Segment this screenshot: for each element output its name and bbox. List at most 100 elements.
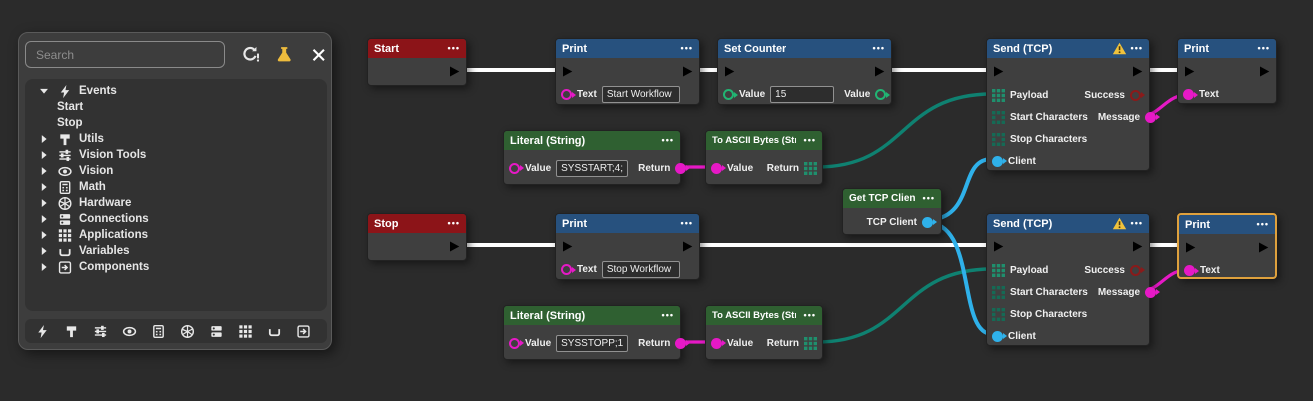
chevron-right-icon[interactable]	[37, 260, 51, 274]
tcp-client-output-port[interactable]	[922, 216, 937, 228]
toolbar-vision-icon[interactable]	[122, 324, 137, 339]
chevron-right-icon[interactable]	[37, 196, 51, 210]
chevron-right-icon[interactable]	[37, 132, 51, 146]
client-input-port[interactable]	[992, 155, 1007, 167]
refresh-icon[interactable]	[241, 45, 259, 64]
node-literal-stop[interactable]: Literal (String) ••• Value Return	[503, 305, 691, 360]
text-value-input[interactable]	[601, 261, 680, 278]
chevron-right-icon[interactable]	[37, 212, 51, 226]
node-menu-button[interactable]: •••	[803, 135, 816, 145]
exec-in-port[interactable]	[1184, 241, 1197, 254]
exec-out-port[interactable]	[1131, 65, 1144, 78]
chevron-right-icon[interactable]	[37, 228, 51, 242]
node-menu-button[interactable]: •••	[803, 310, 816, 320]
wire-bytes-ascii-to-payload-bottom[interactable]	[816, 267, 993, 344]
node-print-bottom-right[interactable]: Print ••• Text	[1177, 213, 1277, 279]
node-menu-button[interactable]: •••	[1130, 43, 1143, 53]
node-header[interactable]: To ASCII Bytes (String) •••	[706, 131, 822, 150]
tree-item-utils[interactable]: Utils	[25, 131, 327, 147]
toolbar-math-icon[interactable]	[151, 324, 166, 339]
node-print-bottom[interactable]: Print ••• Text	[555, 213, 700, 280]
exec-in-port[interactable]	[561, 65, 574, 78]
node-menu-button[interactable]: •••	[680, 218, 693, 228]
exec-out-port[interactable]	[448, 65, 461, 78]
exec-in-port[interactable]	[992, 65, 1005, 78]
stop-characters-input-port[interactable]	[992, 308, 1005, 321]
warning-icon[interactable]	[1112, 42, 1127, 55]
node-literal-start[interactable]: Literal (String) ••• Value Return	[503, 130, 691, 185]
tree-item-start[interactable]: Start	[25, 99, 327, 115]
node-send-tcp-bottom[interactable]: Send (TCP) ••• Payload Success Start Cha…	[986, 213, 1161, 346]
return-output-port[interactable]	[804, 162, 817, 175]
toolbar-hardware-icon[interactable]	[180, 324, 195, 339]
wire-bytes-ascii-to-payload-top[interactable]	[816, 92, 993, 169]
client-input-port[interactable]	[992, 330, 1007, 342]
exec-out-port[interactable]	[1131, 240, 1144, 253]
value-input[interactable]	[556, 159, 629, 177]
node-header[interactable]: Literal (String) •••	[504, 306, 680, 325]
toolbar-components-icon[interactable]	[296, 324, 311, 339]
node-menu-button[interactable]: •••	[447, 43, 460, 53]
return-output-port[interactable]	[804, 337, 817, 350]
node-header[interactable]: Stop •••	[368, 214, 466, 233]
value-input-port[interactable]	[711, 162, 726, 174]
stop-characters-input-port[interactable]	[992, 133, 1005, 146]
warning-icon[interactable]	[1112, 217, 1127, 230]
exec-out-port[interactable]	[873, 65, 886, 78]
tree-item-variables[interactable]: Variables	[25, 243, 327, 259]
message-output-port[interactable]	[1145, 111, 1161, 123]
exec-out-port[interactable]	[681, 65, 694, 78]
node-header[interactable]: To ASCII Bytes (String) •••	[706, 306, 822, 325]
node-menu-button[interactable]: •••	[661, 310, 674, 320]
search-input[interactable]	[25, 41, 225, 68]
node-menu-button[interactable]: •••	[1130, 218, 1143, 228]
value-output-port[interactable]	[875, 89, 891, 100]
toolbar-connections-icon[interactable]	[209, 324, 224, 339]
value-input-port[interactable]	[509, 163, 524, 174]
text-input-port[interactable]	[1184, 265, 1199, 276]
close-icon[interactable]	[310, 46, 327, 64]
exec-out-port[interactable]	[448, 240, 461, 253]
tree-item-vision-tools[interactable]: Vision Tools	[25, 147, 327, 163]
text-input-port[interactable]	[561, 264, 576, 275]
exec-in-port[interactable]	[723, 65, 736, 78]
node-header[interactable]: Set Counter •••	[718, 39, 891, 58]
message-output-port[interactable]	[1145, 286, 1161, 298]
filter-flask-icon[interactable]	[275, 45, 293, 64]
tree-item-vision[interactable]: Vision	[25, 163, 327, 179]
node-menu-button[interactable]: •••	[661, 135, 674, 145]
node-menu-button[interactable]: •••	[1256, 219, 1269, 229]
node-header[interactable]: Start •••	[368, 39, 466, 58]
exec-out-port[interactable]	[681, 240, 694, 253]
node-to-ascii-top[interactable]: To ASCII Bytes (String) ••• Value Return	[705, 130, 823, 185]
node-menu-button[interactable]: •••	[872, 43, 885, 53]
node-print-top[interactable]: Print ••• Text	[555, 38, 700, 105]
toolbar-events-icon[interactable]	[35, 324, 50, 339]
exec-in-port[interactable]	[992, 240, 1005, 253]
node-header[interactable]: Get TCP Client •••	[843, 189, 941, 208]
exec-out-port[interactable]	[1258, 65, 1271, 78]
tree-item-connections[interactable]: Connections	[25, 211, 327, 227]
value-input[interactable]	[556, 334, 629, 352]
payload-input-port[interactable]	[992, 89, 1005, 102]
node-menu-button[interactable]: •••	[447, 218, 460, 228]
wire-client-to-send-bottom[interactable]	[930, 221, 993, 336]
node-send-tcp-top[interactable]: Send (TCP) ••• Payload Success Start Cha…	[986, 38, 1161, 171]
node-menu-button[interactable]: •••	[680, 43, 693, 53]
node-start[interactable]: Start •••	[367, 38, 467, 86]
toolbar-utils-icon[interactable]	[64, 324, 79, 339]
node-to-ascii-bottom[interactable]: To ASCII Bytes (String) ••• Value Return	[705, 305, 823, 360]
node-menu-button[interactable]: •••	[1257, 43, 1270, 53]
text-input-port[interactable]	[1183, 89, 1198, 100]
tree-item-hardware[interactable]: Hardware	[25, 195, 327, 211]
chevron-right-icon[interactable]	[37, 180, 51, 194]
tree-item-applications[interactable]: Applications	[25, 227, 327, 243]
tree-item-math[interactable]: Math	[25, 179, 327, 195]
node-menu-button[interactable]: •••	[922, 193, 935, 203]
node-get-tcp-client[interactable]: Get TCP Client ••• TCP Client	[842, 188, 942, 235]
node-palette-panel[interactable]: Events Start Stop Utils Vision Tools	[18, 32, 332, 350]
return-output-port[interactable]	[675, 162, 691, 174]
text-input-port[interactable]	[561, 89, 576, 100]
node-set-counter[interactable]: Set Counter ••• Value Value	[717, 38, 892, 105]
